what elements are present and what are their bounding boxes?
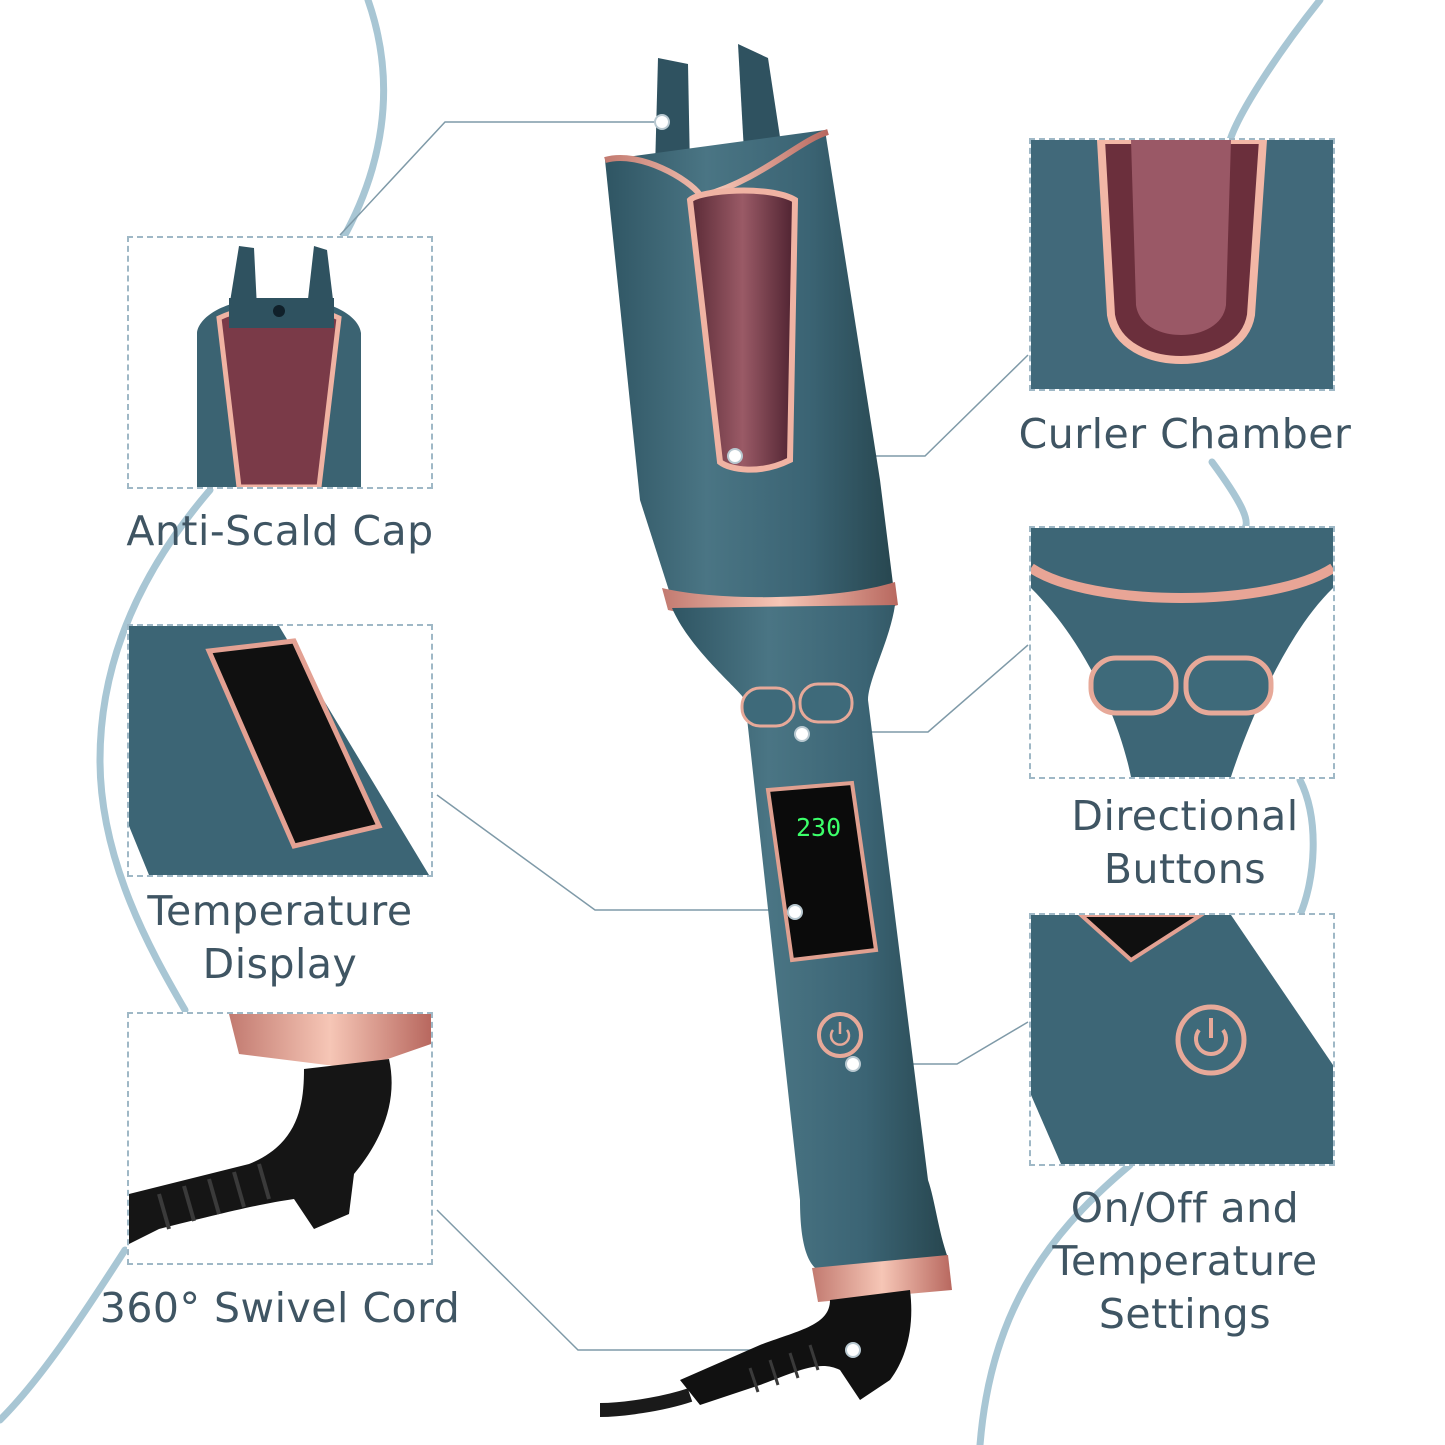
dot-display	[787, 904, 803, 920]
label-onoff-line2: Temperature	[1052, 1237, 1318, 1285]
direction-button-right	[798, 682, 854, 724]
detail-onoff-button	[1029, 913, 1335, 1166]
handle-bottom-band	[812, 1255, 952, 1302]
swirl-right	[1296, 776, 1317, 919]
swirl-right-lower	[976, 1161, 1134, 1445]
cord-cable	[599, 1388, 693, 1417]
label-swivel-cord: 360° Swivel Cord	[99, 1284, 461, 1332]
label-onoff-line3: Settings	[1098, 1290, 1272, 1338]
leader-anti-scald-cap	[339, 121, 662, 236]
direction-button-left	[740, 686, 796, 728]
swirl-right-upper	[1226, 0, 1324, 144]
label-onoff: On/Off and Temperature Settings	[1000, 1182, 1370, 1341]
detail-curler-chamber	[1029, 138, 1335, 391]
cord-strain-relief	[680, 1290, 912, 1405]
swirl-right-mid	[1208, 458, 1250, 532]
label-directional-buttons: Directional Buttons	[1000, 790, 1370, 896]
dot-buttons	[794, 726, 810, 742]
label-curler-chamber: Curler Chamber	[1018, 410, 1352, 458]
swirl-left	[96, 486, 214, 1014]
label-temperature-display: Temperature Display	[100, 885, 460, 991]
swirl-left-lower	[0, 1246, 129, 1424]
label-directional-buttons-line2: Buttons	[1103, 845, 1267, 893]
display-temperature-value: 230	[796, 813, 841, 842]
label-temperature-display-line2: Display	[202, 940, 358, 988]
detail-swivel-cord	[127, 1012, 433, 1265]
detail-anti-scald-cap	[127, 236, 433, 489]
label-temperature-display-line1: Temperature	[147, 887, 413, 935]
chamber-opening	[686, 187, 799, 473]
power-button	[817, 1012, 863, 1058]
dot-cord	[845, 1342, 861, 1358]
detail-directional-buttons	[1029, 526, 1335, 779]
label-anti-scald-cap: Anti-Scald Cap	[126, 507, 434, 555]
detail-temperature-display	[127, 624, 433, 877]
cap-prong-left	[655, 58, 690, 170]
dot-cap	[654, 114, 670, 130]
leader-temperature-display	[436, 794, 795, 911]
label-onoff-line1: On/Off and	[1070, 1184, 1300, 1232]
label-directional-buttons-line1: Directional	[1071, 792, 1299, 840]
dot-chamber	[727, 448, 743, 464]
dot-power	[845, 1056, 861, 1072]
